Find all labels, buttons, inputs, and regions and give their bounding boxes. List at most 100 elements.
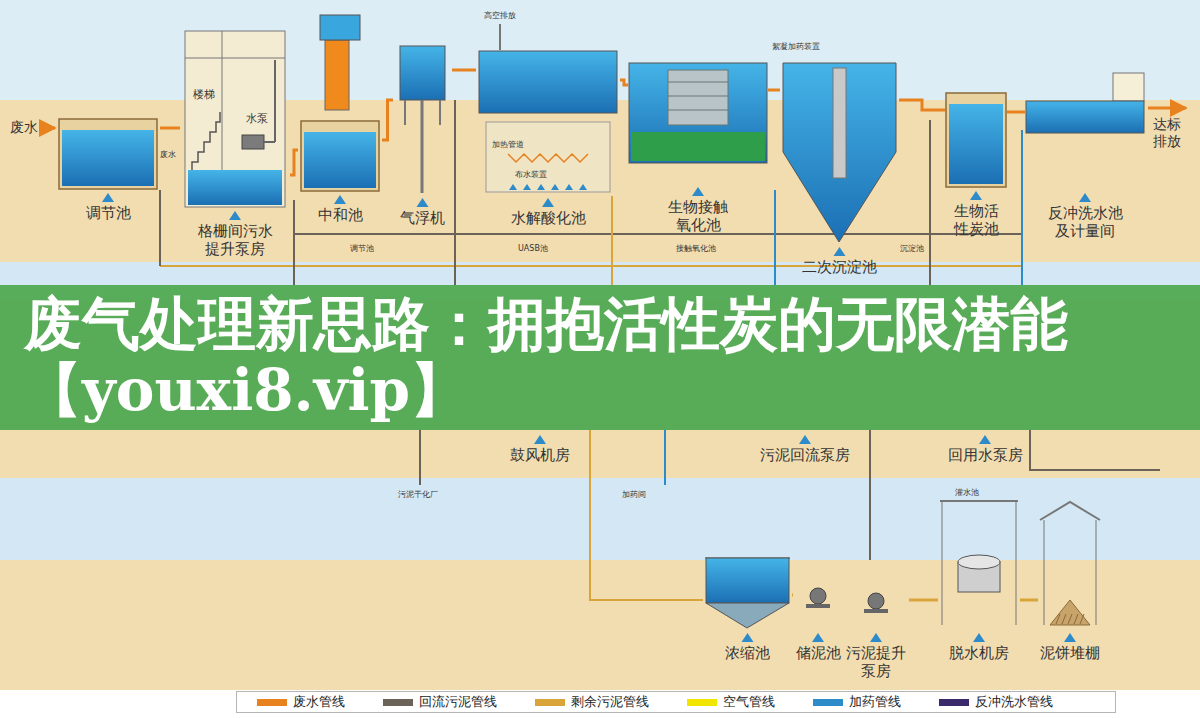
unit-label: 反冲洗水池及计量间	[1046, 204, 1124, 241]
media-rack	[668, 110, 728, 111]
unit-drawing	[806, 588, 830, 608]
roof	[940, 500, 1018, 502]
unit-illustration	[495, 430, 585, 446]
legend-swatch	[383, 699, 413, 706]
unit-drawing	[946, 93, 1006, 187]
ground-band	[0, 478, 1200, 560]
unit-label: 污泥提升泵房	[845, 644, 907, 681]
unit-drawing	[400, 46, 445, 193]
annotation-text: 加热管道	[492, 140, 524, 150]
label-marker	[417, 198, 429, 207]
label-marker	[834, 247, 846, 256]
media-frame	[668, 70, 728, 125]
process-unit: 污泥提升泵房	[843, 575, 909, 681]
legend-box: 废水管线回流污泥管线剩余污泥管线空气管线加药管线反冲洗水管线	[236, 691, 1116, 713]
thickener-cone	[706, 603, 789, 628]
hatch	[1056, 614, 1060, 624]
center-well	[833, 68, 846, 178]
annotation-text: 水泵	[246, 112, 268, 125]
legend-item: 空气管线	[687, 693, 775, 711]
unit-illustration	[844, 575, 908, 644]
annotation-text: 污泥干化厂	[398, 490, 438, 500]
pipe	[421, 100, 424, 193]
legend-text: 加药管线	[849, 693, 901, 711]
annotation-text: 达标排放	[1153, 116, 1183, 150]
water	[949, 104, 1003, 184]
legend-text: 回流污泥管线	[419, 693, 497, 711]
annotation-text: 废水	[160, 150, 176, 160]
pipe-line	[160, 265, 1022, 267]
unit-illustration	[795, 570, 841, 644]
label-marker	[870, 633, 882, 642]
biofilm	[631, 132, 765, 161]
pipe-line	[454, 100, 456, 285]
process-unit: 反冲洗水池及计量间	[1025, 72, 1145, 241]
legend-item: 废水管线	[257, 693, 345, 711]
process-unit: 调节池	[56, 118, 160, 222]
unit-drawing	[1040, 502, 1100, 625]
diffuser	[509, 184, 517, 190]
pipe-connector	[160, 127, 180, 130]
pipe-line	[774, 190, 776, 285]
annotation-text: 接触氧化池	[676, 244, 716, 254]
bio-tank	[629, 63, 767, 163]
post	[942, 501, 943, 625]
pump-base	[864, 609, 888, 613]
underground-chamber	[486, 122, 610, 192]
pipe-line	[294, 233, 1022, 235]
pipe-line	[293, 200, 295, 285]
unit-label: 储泥池	[793, 644, 843, 662]
legend-text: 废水管线	[293, 693, 345, 711]
pipe-line	[664, 430, 666, 485]
label-marker	[542, 198, 554, 207]
process-unit: 鼓风机房	[493, 430, 587, 464]
label-marker	[229, 211, 241, 220]
water	[304, 132, 376, 188]
unit-label: 格栅间污水提升泵房	[196, 222, 274, 259]
pipe-line	[1030, 430, 1160, 470]
legend-item: 加药管线	[813, 693, 901, 711]
building-frame	[185, 31, 285, 207]
unit-drawing	[59, 119, 157, 189]
process-unit: 回用水泵房	[933, 430, 1037, 464]
pipe-line	[1021, 130, 1023, 285]
label-marker	[1079, 193, 1091, 202]
unit-illustration	[1040, 500, 1100, 644]
unit-label: 脱水机房	[938, 644, 1020, 662]
roof	[1040, 502, 1100, 520]
unit-drawing	[479, 24, 617, 192]
legend-text: 反冲洗水管线	[975, 693, 1053, 711]
process-unit: 泥饼堆棚	[1038, 500, 1102, 662]
diffuser	[523, 184, 531, 190]
unit-drawing	[940, 501, 1018, 625]
unit-drawing	[783, 63, 896, 242]
water	[62, 130, 154, 186]
annotation-text: 灌水池	[955, 488, 979, 498]
leg	[404, 100, 406, 125]
pipe-connector	[620, 80, 628, 85]
pipe-line	[159, 190, 161, 266]
annotation-text: 楼梯	[193, 88, 215, 101]
hatch	[1074, 614, 1078, 624]
unit-illustration	[750, 430, 860, 446]
unit-label: 泥饼堆棚	[1038, 644, 1102, 662]
dosing-tank	[320, 15, 360, 40]
hatch	[1080, 614, 1084, 624]
pump-base	[806, 604, 830, 608]
process-unit: 脱水机房	[938, 500, 1020, 662]
legend-swatch	[939, 699, 969, 706]
unit-illustration	[395, 45, 450, 209]
floor	[185, 58, 285, 59]
sump-water	[188, 170, 282, 205]
unit-label: 生物接触氧化池	[666, 198, 730, 235]
unit-label: 二次沉淀池	[780, 258, 899, 276]
pump-symbol	[868, 593, 884, 609]
unit-label: 生物活性炭池	[952, 202, 1000, 239]
stairs	[192, 112, 220, 170]
process-unit: 水解酸化池	[476, 50, 620, 227]
legend-swatch	[813, 699, 843, 706]
process-unit: 浓缩池	[703, 548, 792, 662]
pipe-connector	[452, 69, 476, 72]
pipe-line	[869, 430, 871, 560]
unit-drawing	[185, 31, 285, 207]
